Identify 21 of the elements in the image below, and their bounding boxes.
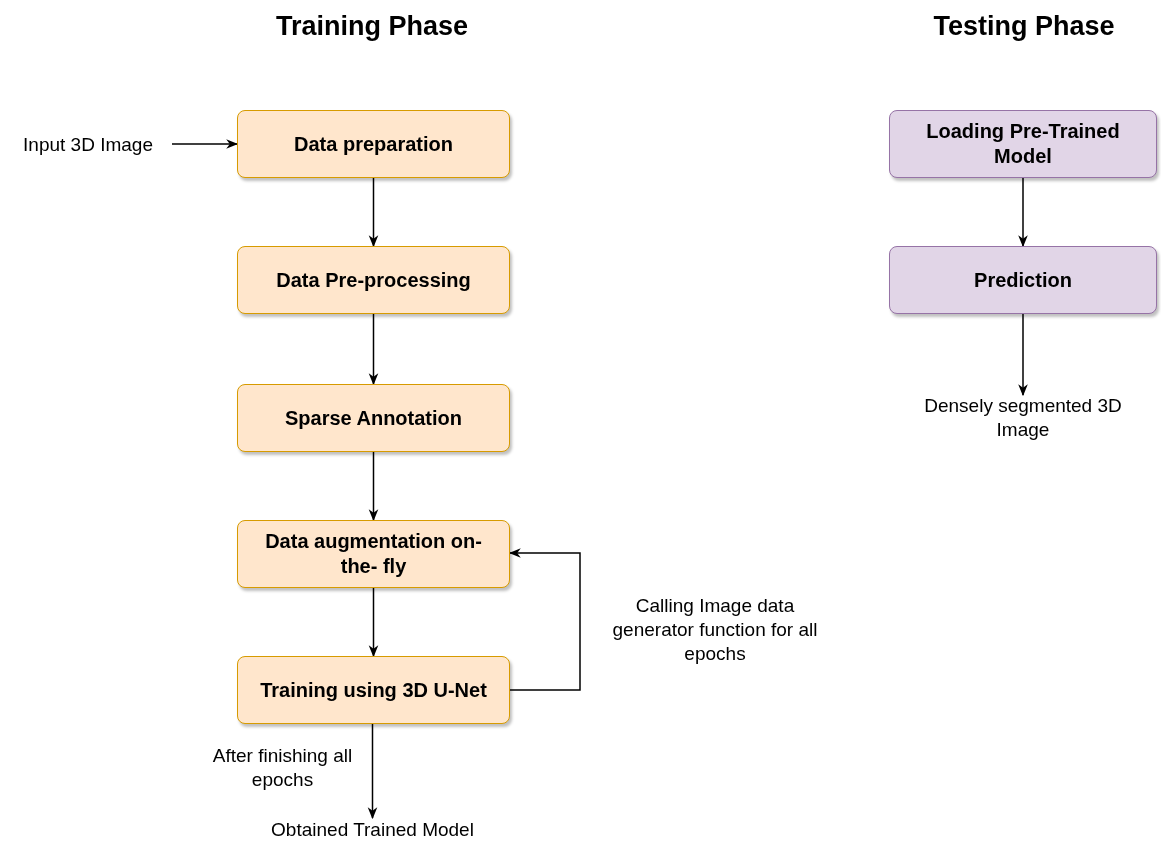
arrow (368, 451, 379, 522)
arrow (368, 177, 379, 248)
arrow (368, 587, 379, 658)
phase-heading: Testing Phase (933, 10, 1115, 43)
node-text: Input 3D Image (4, 133, 172, 157)
process-box: Data Pre-processing (237, 246, 510, 314)
phase-heading: Training Phase (275, 10, 469, 43)
process-box: Data augmentation on- the- fly (237, 520, 510, 588)
arrow (367, 723, 378, 820)
process-box: Loading Pre-Trained Model (889, 110, 1157, 178)
process-box: Sparse Annotation (237, 384, 510, 452)
process-box: Data preparation (237, 110, 510, 178)
arrow (508, 548, 581, 691)
process-box: Prediction (889, 246, 1157, 314)
arrow (368, 313, 379, 386)
process-box: Training using 3D U-Net (237, 656, 510, 724)
arrow (1018, 177, 1028, 248)
node-text: Obtained Trained Model (235, 818, 510, 842)
node-text: Densely segmented 3D Image (910, 395, 1136, 441)
arrow (1018, 313, 1028, 397)
arrow (171, 139, 239, 149)
